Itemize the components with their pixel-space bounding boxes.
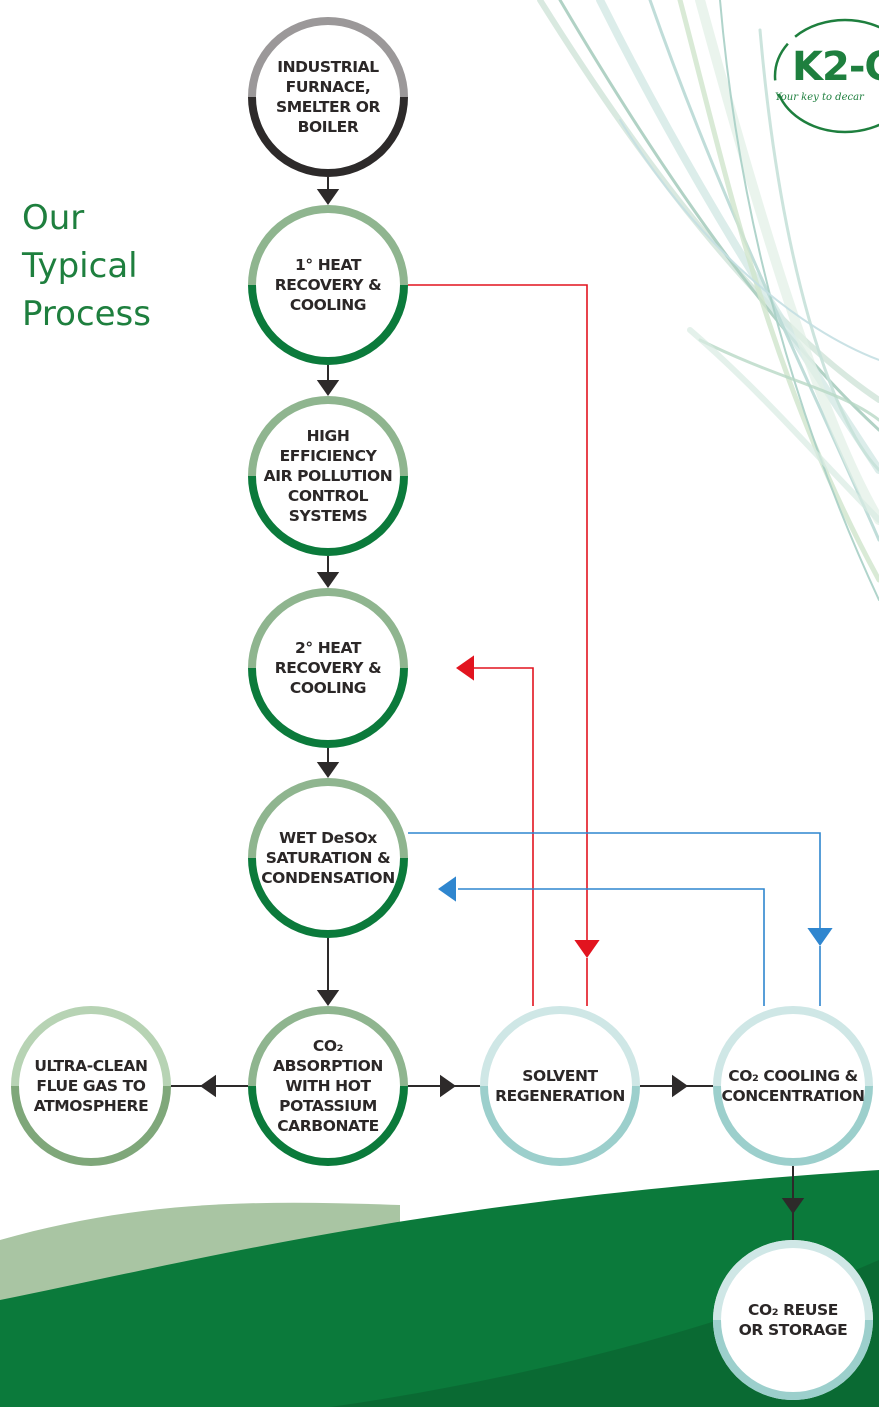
node-ring-bottom-hr2: [248, 667, 408, 748]
node-label-cooling: CO₂ COOLING & CONCENTRATION: [721, 1067, 865, 1105]
node-ring-bottom-furnace: [248, 96, 408, 177]
logo-tagline: Your key to decar: [775, 92, 864, 103]
node-ring-bottom-apc: [248, 475, 408, 556]
node-ring-top-solvent: [480, 1006, 640, 1087]
arrowhead-to-storage: [781, 1198, 805, 1214]
node-ring-top-cooling: [713, 1006, 873, 1087]
node-ring-top-hr1: [248, 205, 408, 286]
logo-ring: [773, 18, 879, 134]
arrowhead-to-flue: [200, 1074, 216, 1098]
node-fill-apc: [248, 396, 408, 556]
arrowhead-water-desox: [438, 876, 456, 902]
node-ring-bottom-desox: [248, 857, 408, 938]
node-ring-bottom-hr1: [248, 284, 408, 365]
node-fill-cooling: [713, 1006, 873, 1166]
water-line-desox-cooling: [408, 832, 821, 930]
arrowhead-heat-hr2: [456, 655, 474, 681]
node-label-solvent: SOLVENT REGENERATION: [495, 1067, 625, 1105]
node-ring-top-hr2: [248, 588, 408, 669]
heat-line-hr1-solvent: [408, 284, 588, 950]
node-label-flue: ULTRA-CLEAN FLUE GAS TO ATMOSPHERE: [33, 1057, 149, 1115]
node-ring-bottom-cooling: [713, 1085, 873, 1166]
node-label-hr2: 2° HEAT RECOVERY & COOLING: [274, 639, 382, 697]
arrowhead-furnace: [316, 189, 340, 205]
node-label-desox: WET DeSOx SATURATION & CONDENSATION: [261, 829, 395, 887]
arrowhead-hr1: [316, 380, 340, 396]
arrowhead-hr2: [316, 762, 340, 778]
node-label-absorb: CO₂ ABSORPTION WITH HOT POTASSIUM CARBON…: [273, 1037, 383, 1135]
node-ring-top-storage: [713, 1240, 873, 1321]
node-fill-flue: [11, 1006, 171, 1166]
node-label-furnace: INDUSTRIAL FURNACE, SMELTER OR BOILER: [275, 58, 381, 136]
node-fill-furnace: [248, 17, 408, 177]
decorative-swoosh: [537, 0, 879, 601]
arrowhead-apc: [316, 572, 340, 588]
node-fill-desox: [248, 778, 408, 938]
water-line-cooling-desox: [458, 888, 765, 1006]
node-fill-hr2: [248, 588, 408, 748]
arrowhead-to-cooling: [672, 1074, 688, 1098]
node-fill-solvent: [480, 1006, 640, 1166]
heat-line-solvent-hr2: [474, 667, 534, 1006]
node-label-storage: CO₂ REUSE OR STORAGE: [738, 1301, 848, 1339]
node-ring-bottom-solvent: [480, 1085, 640, 1166]
title-line-2: Typical: [22, 246, 138, 286]
arrowhead-desox: [316, 990, 340, 1006]
node-fill-storage: [713, 1240, 873, 1400]
node-fill-absorb: [248, 1006, 408, 1166]
title-line-3: Process: [22, 294, 151, 334]
node-ring-top-desox: [248, 778, 408, 859]
node-ring-bottom-absorb: [248, 1085, 408, 1166]
arrowhead-water-cooling: [807, 928, 833, 946]
node-ring-bottom-flue: [11, 1085, 171, 1166]
node-ring-bottom-storage: [713, 1319, 873, 1400]
node-ring-top-furnace: [248, 17, 408, 98]
node-ring-top-flue: [11, 1006, 171, 1087]
logo-wordmark: K2-C: [792, 44, 879, 90]
node-ring-top-apc: [248, 396, 408, 477]
title-line-1: Our: [22, 198, 85, 238]
page-title: Our Typical Process: [22, 194, 151, 338]
node-label-hr1: 1° HEAT RECOVERY & COOLING: [274, 256, 382, 314]
node-fill-hr1: [248, 205, 408, 365]
node-ring-top-absorb: [248, 1006, 408, 1087]
arrowhead-to-solvent: [440, 1074, 456, 1098]
node-label-apc: HIGH EFFICIENCY AIR POLLUTION CONTROL SY…: [263, 427, 393, 525]
arrowhead-heat-solvent: [574, 940, 600, 958]
company-logo: K2-C Your key to decar: [770, 8, 879, 138]
